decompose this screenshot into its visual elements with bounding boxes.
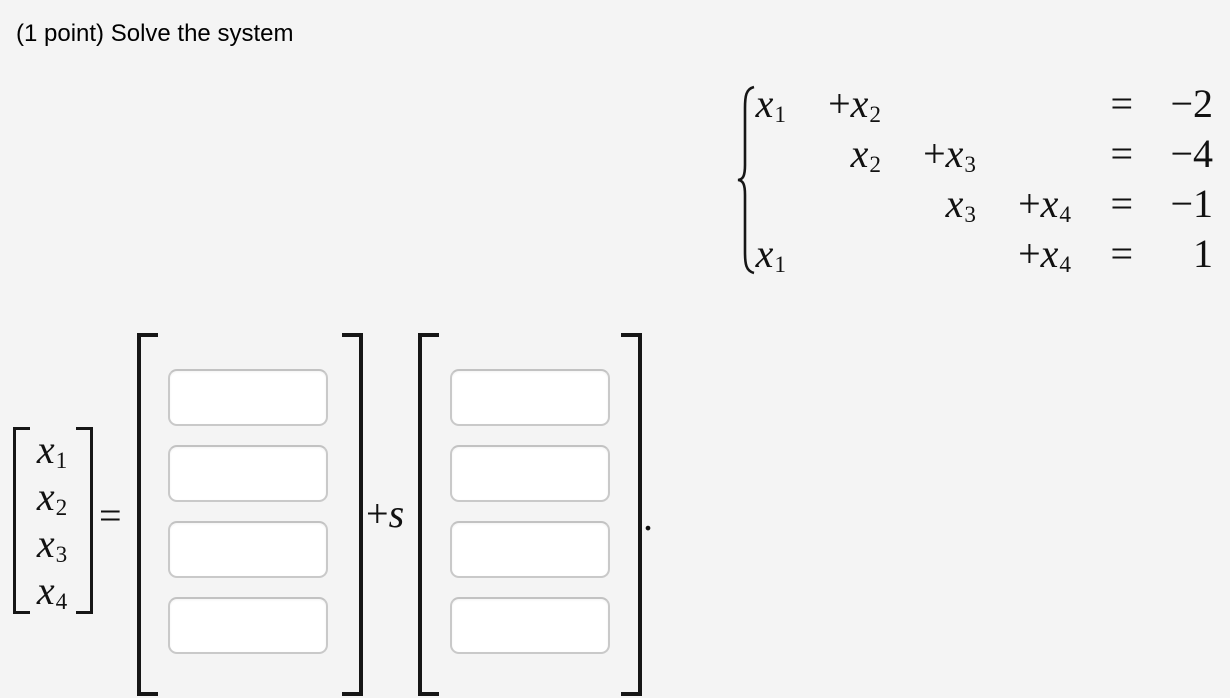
operator: + [828, 81, 851, 126]
equals-sign: = [1110, 181, 1133, 226]
equation-term [976, 129, 1071, 179]
matrix1-input-column [168, 369, 328, 654]
answer-input-m1-r4[interactable] [168, 597, 328, 654]
subscript: 1 [774, 252, 786, 279]
operator: + [1018, 181, 1041, 226]
subscript: 4 [55, 589, 68, 616]
rhs-value: −1 [1170, 181, 1213, 226]
equation-term: +x2 [786, 79, 881, 129]
variable: x [36, 427, 55, 472]
matrix1-bracket-left [137, 333, 158, 696]
subscript: 1 [774, 102, 786, 129]
matrix2-input-column [450, 369, 610, 654]
variable: x [1040, 181, 1059, 226]
equation-term [753, 129, 786, 179]
equation-term: +x3 [881, 129, 976, 179]
equation-term: +x4 [976, 229, 1071, 279]
subscript: 4 [1059, 252, 1071, 279]
variable: x [755, 81, 774, 126]
equation-term [881, 229, 976, 279]
equation-term [786, 229, 881, 279]
rhs-value: 1 [1193, 231, 1213, 276]
variable: x [850, 131, 869, 176]
sentence-period: . [643, 494, 653, 539]
answer-input-m2-r2[interactable] [450, 445, 610, 502]
equation-term [753, 179, 786, 229]
rhs-value: −2 [1170, 81, 1213, 126]
x-vector: x1 x2 x3 x4 [28, 426, 76, 616]
vector-entry: x3 [28, 520, 76, 569]
equation-term: +x4 [976, 179, 1071, 229]
equation-term: x2 [786, 129, 881, 179]
variable: x [36, 474, 55, 519]
operator: + [923, 131, 946, 176]
variable: x [945, 131, 964, 176]
answer-input-m2-r3[interactable] [450, 521, 610, 578]
vector-bracket-left [13, 427, 30, 614]
answer-input-m1-r2[interactable] [168, 445, 328, 502]
matrix2-bracket-right [621, 333, 642, 696]
plus-operator: + [366, 491, 389, 536]
vector-bracket-right [76, 427, 93, 614]
answer-input-m2-r1[interactable] [450, 369, 610, 426]
answer-input-m1-r1[interactable] [168, 369, 328, 426]
subscript: 3 [964, 152, 976, 179]
variable: x [1040, 231, 1059, 276]
equals-sign: = [1110, 231, 1133, 276]
equation-term: x1 [753, 79, 786, 129]
subscript: 2 [869, 102, 881, 129]
equation-term: x1 [753, 229, 786, 279]
equals-sign: = [1110, 131, 1133, 176]
equation-term: x3 [881, 179, 976, 229]
subscript: 1 [55, 448, 68, 475]
matrix1-bracket-right [342, 333, 363, 696]
equation-term [786, 179, 881, 229]
equation-term [976, 79, 1071, 129]
variable: x [36, 521, 55, 566]
vector-entry: x2 [28, 473, 76, 522]
subscript: 2 [869, 152, 881, 179]
subscript: 3 [55, 542, 68, 569]
vector-entry: x4 [28, 567, 76, 616]
equation-term [881, 79, 976, 129]
equals-sign: = [1110, 81, 1133, 126]
answer-input-m2-r4[interactable] [450, 597, 610, 654]
variable: x [945, 181, 964, 226]
operator: + [1018, 231, 1041, 276]
subscript: 2 [55, 495, 68, 522]
scalar-multiplier: +s [366, 492, 404, 536]
equation-system: x1 +x2 = −2 x2 +x3 = −4 x3 +x4 = −1 x1 +… [753, 79, 1213, 279]
answer-input-m1-r3[interactable] [168, 521, 328, 578]
equals-sign: = [99, 493, 122, 538]
problem-title: (1 point) Solve the system [16, 20, 294, 47]
subscript: 3 [964, 202, 976, 229]
variable: x [755, 231, 774, 276]
vector-entry: x1 [28, 426, 76, 475]
curly-brace-icon [737, 85, 755, 275]
subscript: 4 [1059, 202, 1071, 229]
variable: x [36, 568, 55, 613]
matrix2-bracket-left [418, 333, 439, 696]
scalar-variable: s [388, 491, 405, 536]
variable: x [850, 81, 869, 126]
rhs-value: −4 [1170, 131, 1213, 176]
